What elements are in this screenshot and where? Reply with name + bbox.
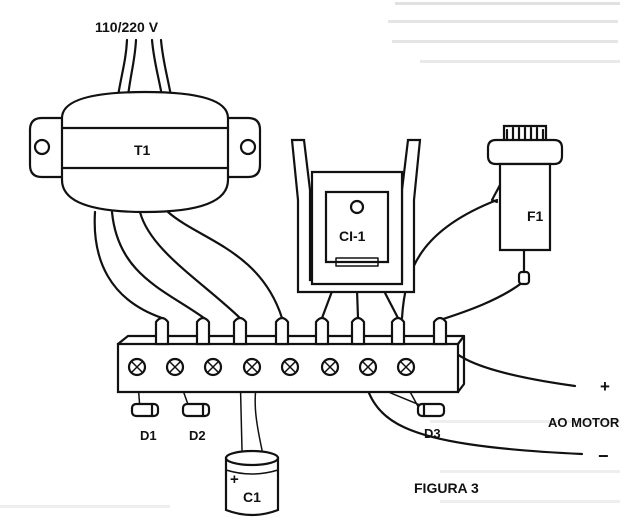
diode-d3	[416, 402, 446, 418]
mains-voltage-label: 110/220 V	[95, 19, 159, 35]
motor-positive-label: +	[600, 377, 610, 396]
capacitor-polarity-label: +	[230, 471, 239, 488]
terminal-lugs	[154, 316, 448, 346]
terminal-screws	[127, 357, 416, 377]
fuse-f1	[486, 124, 564, 286]
terminal-strip	[116, 316, 466, 394]
regulator-ci1	[290, 138, 422, 294]
capacitor-c1	[224, 449, 280, 517]
transformer-t1	[28, 90, 262, 214]
diode-d3-label: D3	[424, 426, 441, 441]
diode-d1	[130, 402, 160, 418]
capacitor-label: C1	[243, 489, 261, 505]
regulator-label: CI-1	[339, 228, 366, 244]
diode-d1-label: D1	[140, 428, 157, 443]
motor-negative-label: −	[598, 446, 609, 466]
transformer-label: T1	[134, 142, 151, 158]
figure-caption: FIGURA 3	[414, 480, 479, 496]
background-text-ghost	[0, 2, 620, 508]
fuse-label: F1	[527, 208, 544, 224]
motor-label: AO MOTOR	[548, 415, 620, 430]
diode-d2	[181, 402, 211, 418]
diode-d2-label: D2	[189, 428, 206, 443]
